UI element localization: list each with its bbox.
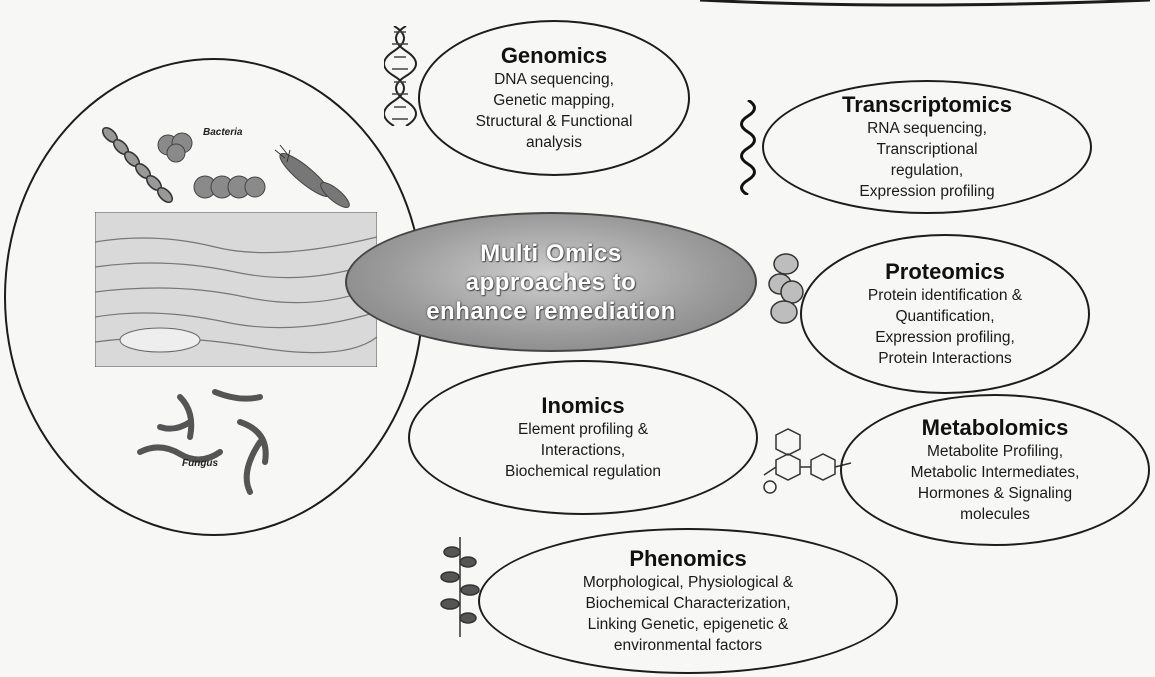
metabolomics-line: Metabolic Intermediates, <box>911 462 1080 483</box>
proteomics-line: Protein Interactions <box>878 348 1012 369</box>
genomics-oval: Genomics DNA sequencing, Genetic mapping… <box>418 20 690 176</box>
inomics-line: Element profiling & <box>518 419 648 440</box>
phenomics-line: Linking Genetic, epigenetic & <box>588 614 789 635</box>
transcriptomics-oval: Transcriptomics RNA sequencing, Transcri… <box>762 80 1092 214</box>
genomics-line: analysis <box>526 132 582 153</box>
metabolomics-line: Metabolite Profiling, <box>927 441 1063 462</box>
fungus-label: Fungus <box>182 458 218 469</box>
genomics-line: DNA sequencing, <box>494 69 614 90</box>
phenomics-line: Biochemical Characterization, <box>585 593 790 614</box>
transcriptomics-line: Expression profiling <box>859 181 994 202</box>
genomics-line: Genetic mapping, <box>493 90 615 111</box>
proteomics-title: Proteomics <box>885 259 1005 285</box>
bacteria-label: Bacteria <box>203 127 242 138</box>
center-oval: Multi Omics approaches to enhance remedi… <box>345 212 757 352</box>
center-line-3: enhance remediation <box>426 297 676 326</box>
proteomics-line: Quantification, <box>895 306 994 327</box>
proteomics-line: Expression profiling, <box>875 327 1015 348</box>
metabolomics-line: molecules <box>960 504 1030 525</box>
transcriptomics-title: Transcriptomics <box>842 92 1012 118</box>
rna-strand-icon <box>733 100 763 195</box>
inomics-line: Biochemical regulation <box>505 461 661 482</box>
inomics-oval: Inomics Element profiling & Interactions… <box>408 360 758 515</box>
fungus-icon <box>120 382 300 502</box>
center-line-2: approaches to <box>466 268 637 297</box>
genomics-title: Genomics <box>501 43 607 69</box>
transcriptomics-line: regulation, <box>891 160 963 181</box>
dna-helix-icon <box>384 26 424 126</box>
metabolomics-title: Metabolomics <box>922 415 1069 441</box>
metabolomics-oval: Metabolomics Metabolite Profiling, Metab… <box>840 394 1150 546</box>
metabolomics-line: Hormones & Signaling <box>918 483 1072 504</box>
phenomics-line: environmental factors <box>614 635 762 656</box>
inomics-title: Inomics <box>541 393 624 419</box>
soil-landscape-icon <box>95 212 377 367</box>
proteomics-oval: Proteomics Protein identification & Quan… <box>800 234 1090 394</box>
inomics-line: Interactions, <box>541 440 625 461</box>
phenomics-line: Morphological, Physiological & <box>583 572 793 593</box>
center-line-1: Multi Omics <box>480 239 622 268</box>
transcriptomics-line: Transcriptional <box>876 139 977 160</box>
phenomics-oval: Phenomics Morphological, Physiological &… <box>478 528 898 674</box>
transcriptomics-line: RNA sequencing, <box>867 118 987 139</box>
phenomics-title: Phenomics <box>629 546 746 572</box>
genomics-line: Structural & Functional <box>476 111 633 132</box>
proteomics-line: Protein identification & <box>868 285 1022 306</box>
